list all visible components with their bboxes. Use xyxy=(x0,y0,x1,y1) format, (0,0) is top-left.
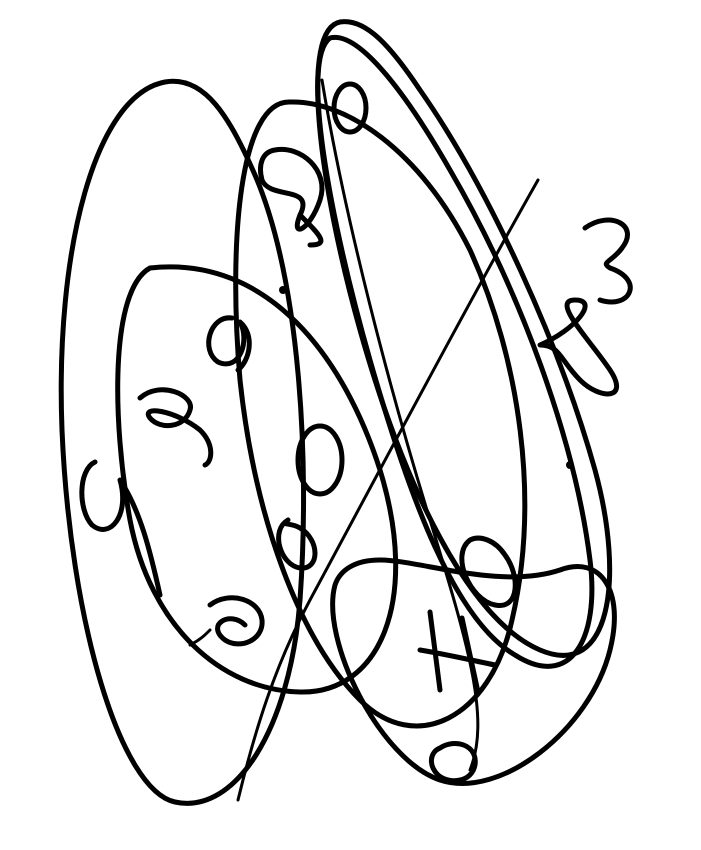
numeral-8-bottom-left xyxy=(190,598,262,645)
numeral-0-bottom xyxy=(431,743,475,780)
numeral-9-left xyxy=(140,390,211,465)
numeral-3 xyxy=(585,220,630,302)
numeral-8-right xyxy=(540,300,617,394)
numeral-9-mid-left xyxy=(209,318,250,370)
dot-right xyxy=(566,461,574,469)
numeral-0-center-low xyxy=(279,520,315,568)
dot-top xyxy=(279,286,287,294)
numeral-8-top xyxy=(261,149,322,245)
numeral-0-top xyxy=(334,84,366,132)
